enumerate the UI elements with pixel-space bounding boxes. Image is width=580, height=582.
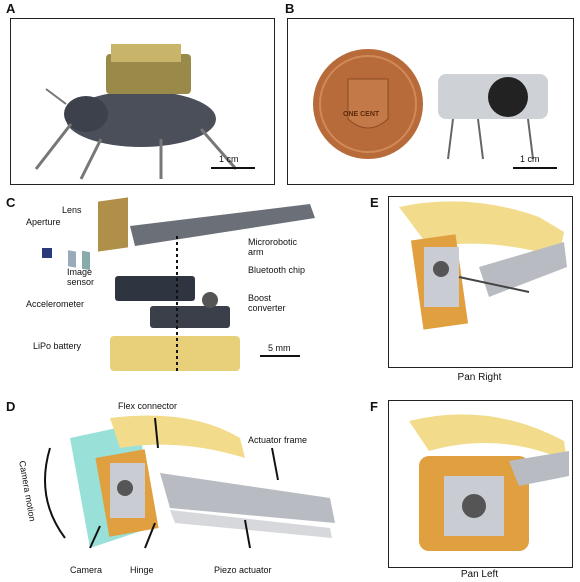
- panel-b-scale-label: 1 cm: [520, 154, 540, 164]
- panel-f-render: [388, 400, 573, 568]
- caption-pan-left: Pan Left: [460, 569, 499, 580]
- penny-robot-image: [313, 49, 548, 160]
- label-boost-1: Boost: [248, 293, 272, 303]
- label-image-sensor-1: Image: [67, 267, 93, 277]
- label-bluetooth-chip: Bluetooth chip: [248, 265, 306, 275]
- panel-b-photo: ONE CENT 1 cm: [287, 18, 574, 185]
- label-flex-connector: Flex connector: [118, 401, 178, 411]
- label-microrobotic-1: Microrobotic: [248, 237, 298, 247]
- label-camera: Camera: [70, 565, 103, 575]
- panel-f-letter: F: [370, 399, 378, 414]
- label-image-sensor-2: sensor: [67, 277, 95, 287]
- label-piezo-actuator: Piezo actuator: [214, 565, 272, 575]
- pan-right-render: [399, 201, 567, 330]
- label-actuator-frame: Actuator frame: [248, 435, 308, 445]
- label-lipo-battery: LiPo battery: [33, 341, 82, 351]
- label-microrobotic-2: arm: [248, 247, 264, 257]
- panel-c-letter: C: [6, 195, 16, 210]
- panel-e-render: [388, 196, 573, 368]
- label-accelerometer: Accelerometer: [26, 299, 85, 309]
- panel-c-exploded-diagram: [42, 197, 315, 371]
- label-hinge: Hinge: [130, 565, 154, 575]
- panel-b-letter: B: [285, 1, 295, 16]
- caption-pan-right: Pan Right: [457, 372, 502, 383]
- panel-d-actuator-diagram: [44, 415, 335, 549]
- panel-e-letter: E: [370, 195, 379, 210]
- panel-a-letter: A: [6, 1, 16, 16]
- coin-inscription: ONE CENT: [343, 111, 380, 118]
- pan-left-render: [409, 414, 569, 551]
- panel-a-scale-bar: [211, 167, 255, 169]
- beetle-robot-image: [34, 44, 238, 180]
- label-boost-2: converter: [248, 303, 286, 313]
- panel-c-scale-label: 5 mm: [268, 343, 291, 353]
- panel-a-photo: 1 cm: [10, 18, 275, 185]
- panel-b-scale-bar: [513, 167, 557, 169]
- panel-a-scale-label: 1 cm: [219, 154, 239, 164]
- label-lens: Lens: [62, 205, 82, 215]
- label-aperture: Aperture: [26, 217, 61, 227]
- panel-d-letter: D: [6, 399, 16, 414]
